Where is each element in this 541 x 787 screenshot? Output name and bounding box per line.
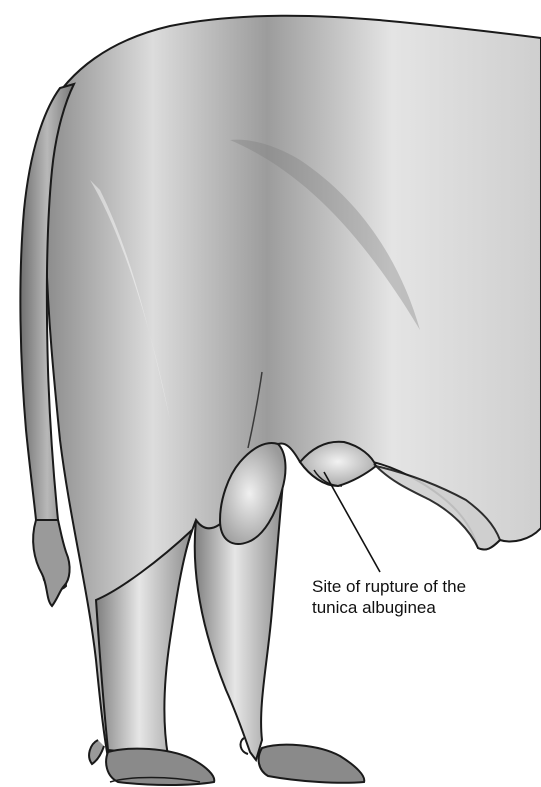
annotation-leader-line <box>324 472 380 572</box>
rupture-site-label-line2: tunica albuginea <box>312 597 534 618</box>
far-hoof <box>259 745 365 783</box>
rupture-site-label: Site of rupture of the tunica albuginea <box>312 576 534 618</box>
tail-switch <box>33 520 70 606</box>
rupture-site-label-line1: Site of rupture of the <box>312 576 534 597</box>
